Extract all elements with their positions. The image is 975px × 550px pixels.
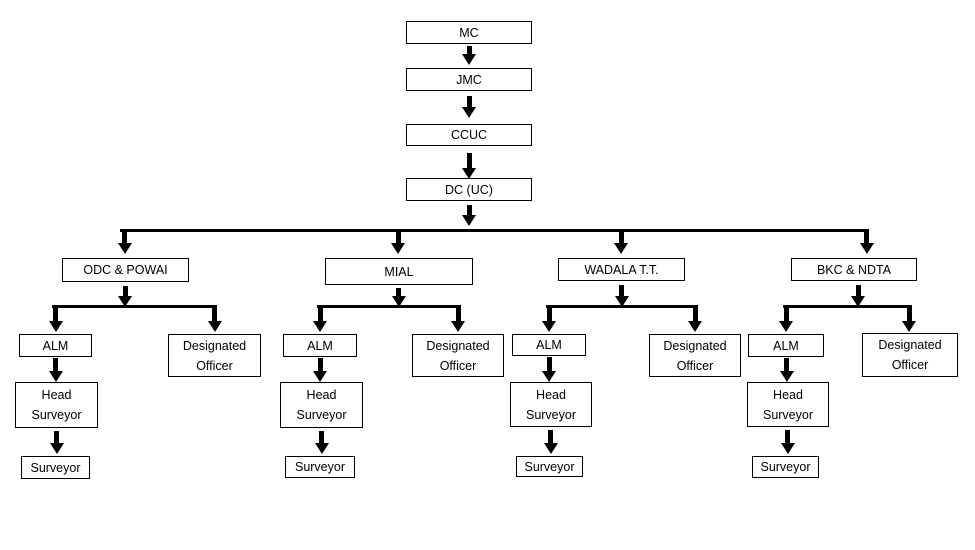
arrow-branch-1-to-subline-icon (118, 286, 132, 307)
connector-branch-2-horizontal (317, 305, 461, 308)
node-alm-1: ALM (19, 334, 92, 357)
arrow-subline-to-do-4-icon (902, 308, 916, 332)
node-designated-officer-2: Designated Officer (412, 334, 504, 377)
arrow-mc-to-jmc-icon (462, 46, 476, 65)
node-head-surveyor-3: Head Surveyor (510, 382, 592, 427)
arrow-subline-to-alm-4-icon (779, 308, 793, 332)
arrow-hs-to-surveyor-3-icon (543, 430, 558, 454)
connector-branch-1-horizontal (52, 305, 217, 308)
node-designated-officer-4: Designated Officer (862, 333, 958, 377)
arrow-mainline-to-branch-2-icon (391, 229, 405, 254)
arrow-hs-to-surveyor-4-icon (780, 430, 795, 454)
arrow-alm-to-hs-3-icon (542, 357, 556, 382)
arrow-subline-to-alm-1-icon (48, 308, 63, 332)
arrow-alm-to-hs-2-icon (313, 358, 327, 382)
node-surveyor-3: Surveyor (516, 456, 583, 477)
arrow-subline-to-alm-3-icon (542, 308, 556, 332)
node-alm-2: ALM (283, 334, 357, 357)
arrow-subline-to-do-3-icon (688, 308, 702, 332)
node-alm-4: ALM (748, 334, 824, 357)
node-surveyor-1: Surveyor (21, 456, 90, 479)
connector-branch-4-horizontal (783, 305, 912, 308)
node-branch-wadala-tt: WADALA T.T. (558, 258, 685, 281)
arrow-hs-to-surveyor-1-icon (49, 431, 64, 454)
node-branch-mial: MIAL (325, 258, 473, 285)
arrow-ccuc-to-dc-icon (462, 153, 476, 179)
node-head-surveyor-2: Head Surveyor (280, 382, 363, 428)
arrow-mainline-to-branch-1-icon (117, 229, 132, 254)
arrow-alm-to-hs-4-icon (779, 358, 794, 382)
node-ccuc: CCUC (406, 124, 532, 146)
arrow-branch-2-to-subline-icon (391, 288, 406, 307)
node-branch-bkc-ndta: BKC & NDTA (791, 258, 917, 281)
arrow-branch-4-to-subline-icon (851, 285, 865, 307)
node-designated-officer-3: Designated Officer (649, 334, 741, 377)
connector-branch-3-horizontal (546, 305, 698, 308)
node-dc-uc: DC (UC) (406, 178, 532, 201)
node-mc: MC (406, 21, 532, 44)
node-head-surveyor-1: Head Surveyor (15, 382, 98, 428)
arrow-alm-to-hs-1-icon (48, 358, 63, 382)
arrow-mainline-to-branch-3-icon (614, 229, 628, 254)
connector-main-horizontal (120, 229, 869, 232)
arrow-dc-to-mainline-icon (462, 205, 476, 226)
arrow-hs-to-surveyor-2-icon (314, 431, 329, 454)
arrow-subline-to-alm-2-icon (313, 308, 327, 332)
arrow-mainline-to-branch-4-icon (859, 229, 874, 254)
node-jmc: JMC (406, 68, 532, 91)
node-designated-officer-1: Designated Officer (168, 334, 261, 377)
arrow-subline-to-do-1-icon (207, 308, 222, 332)
arrow-branch-3-to-subline-icon (614, 285, 629, 307)
node-branch-odc-powai: ODC & POWAI (62, 258, 189, 282)
node-head-surveyor-4: Head Surveyor (747, 382, 829, 427)
arrow-subline-to-do-2-icon (451, 308, 465, 332)
node-surveyor-4: Surveyor (752, 456, 819, 478)
node-alm-3: ALM (512, 334, 586, 356)
node-surveyor-2: Surveyor (285, 456, 355, 478)
arrow-jmc-to-ccuc-icon (462, 96, 476, 118)
